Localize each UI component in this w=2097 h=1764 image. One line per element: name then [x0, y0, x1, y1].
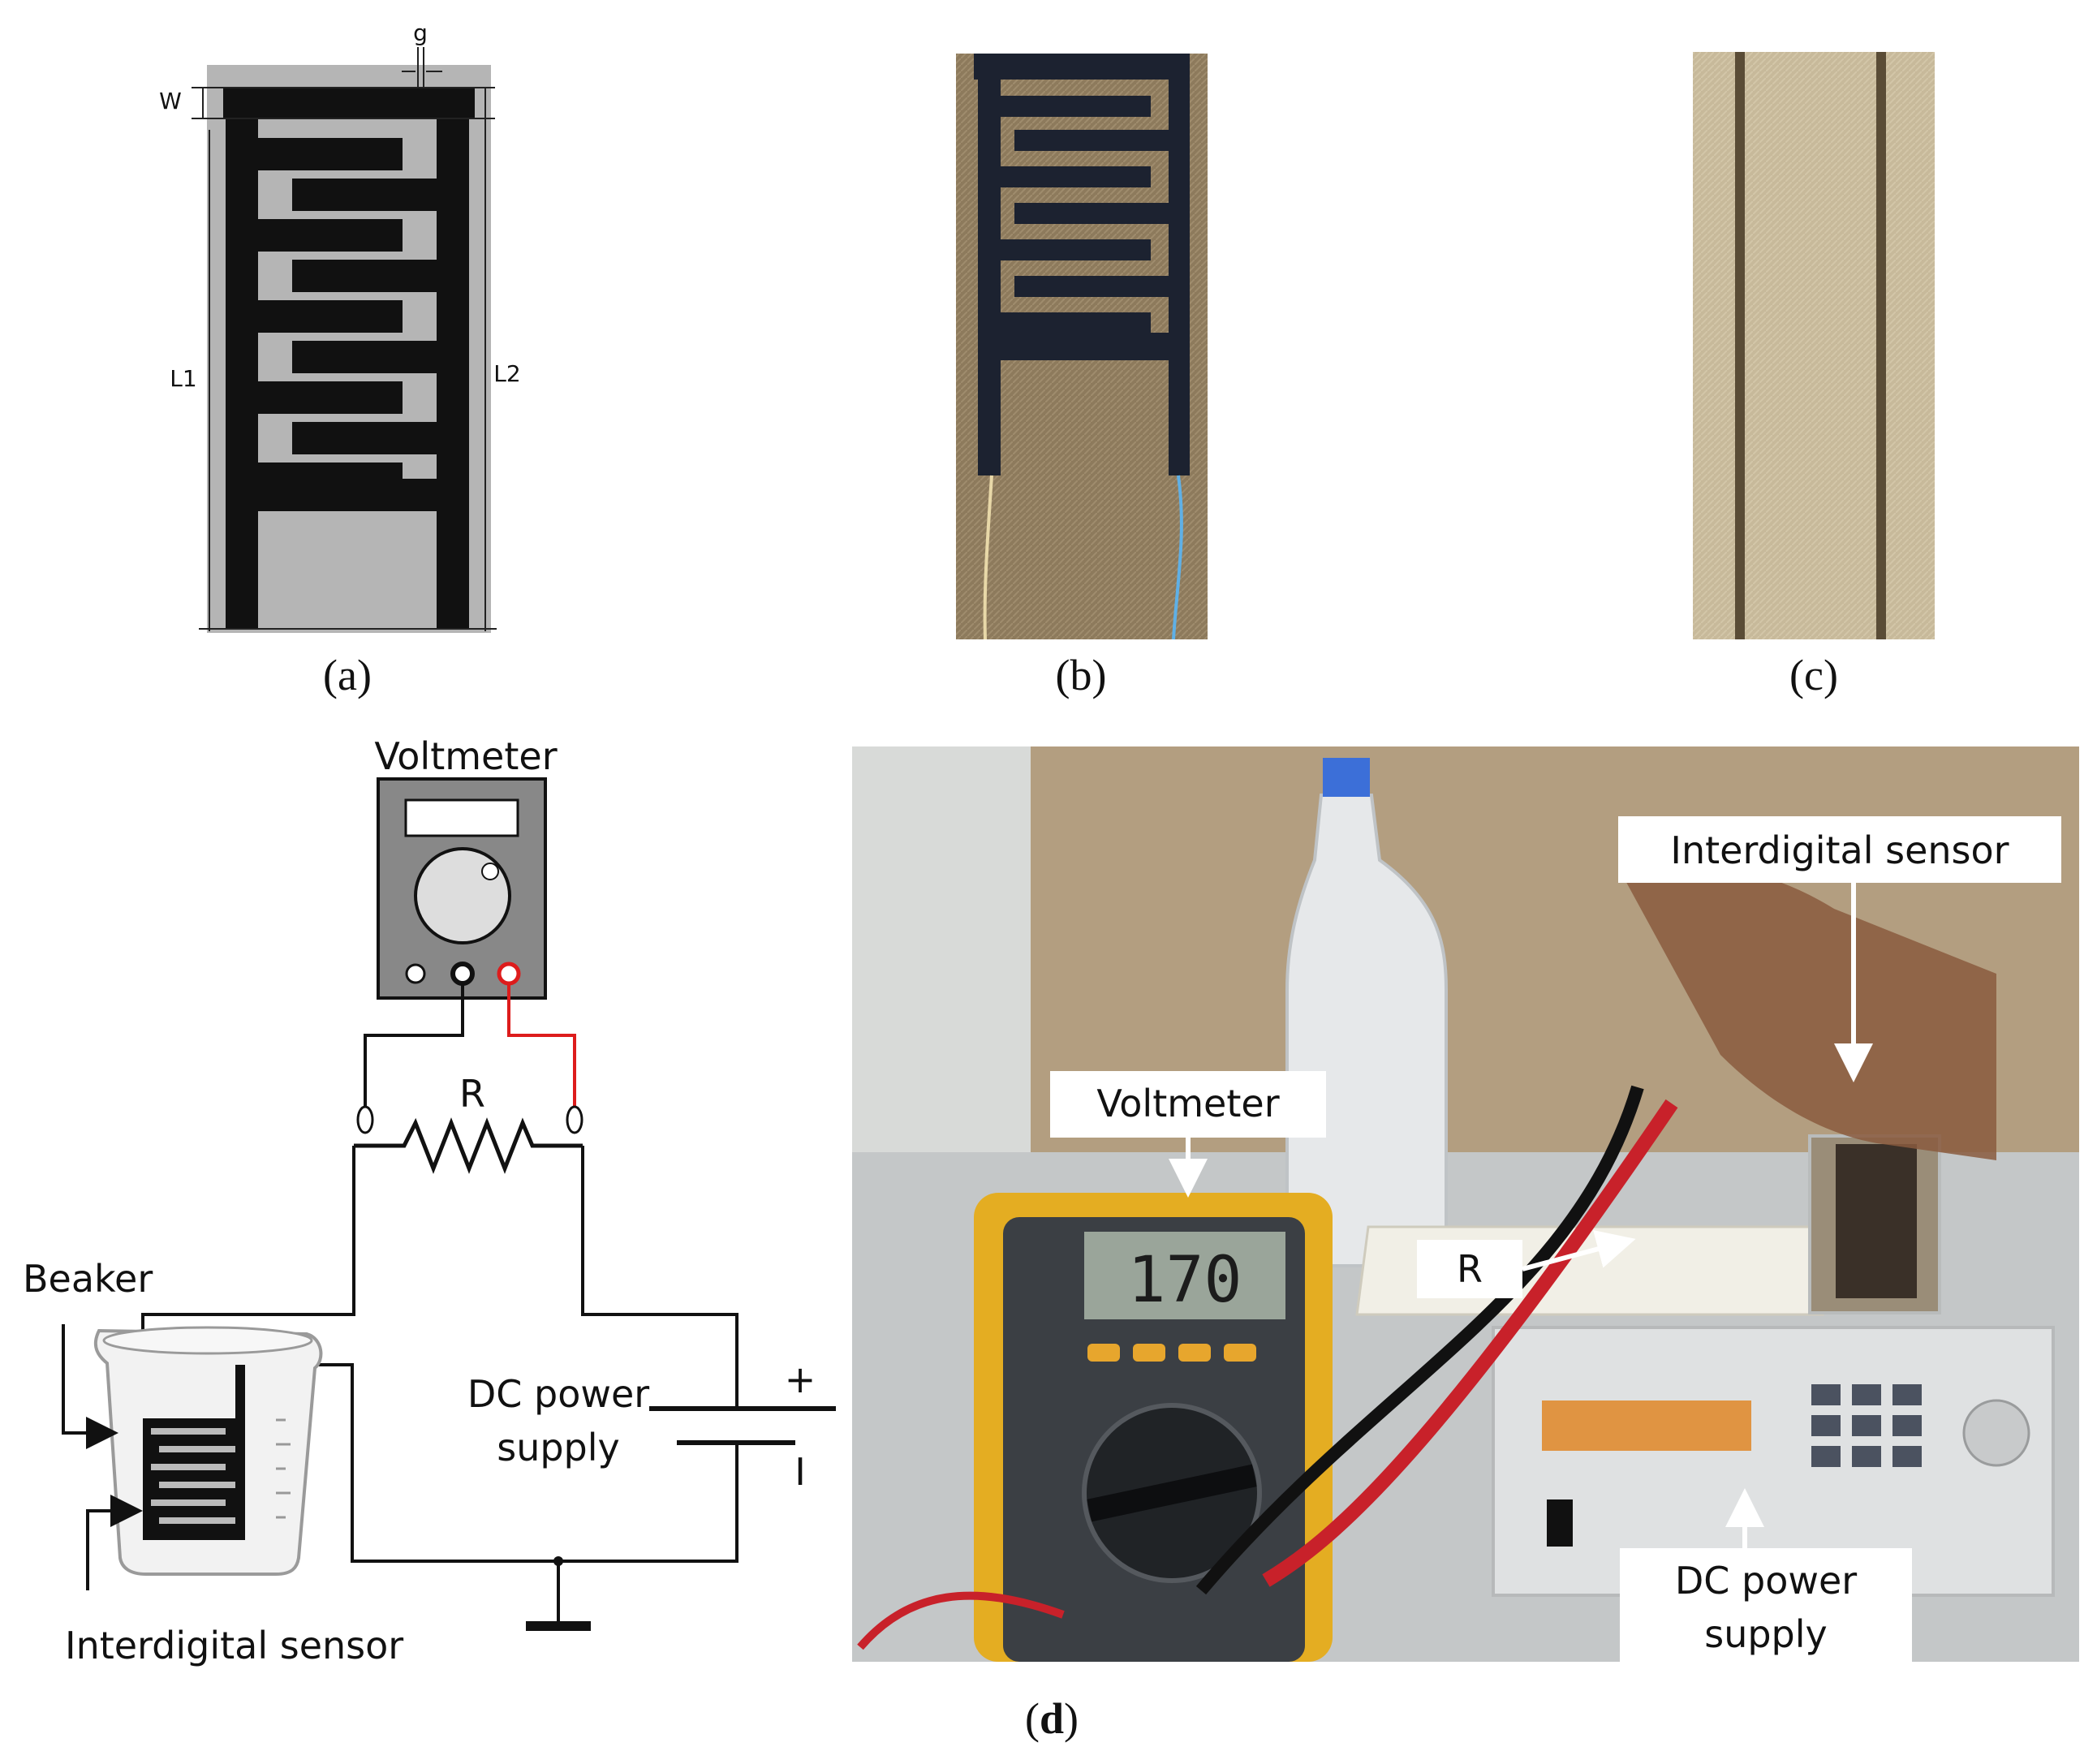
probe-wire-red: [507, 983, 576, 1110]
wire-right-down: [581, 1146, 738, 1409]
svg-text:Interdigital sensor: Interdigital sensor: [1670, 828, 2009, 872]
panel-d-schematic: Voltmeter R DC power supply + I: [23, 734, 836, 1667]
ps-power-switch: [1547, 1499, 1573, 1547]
dc-label-line1: DC power: [467, 1372, 649, 1416]
wire-right: [1172, 475, 1183, 640]
right-electrode: [437, 88, 469, 630]
left-fingers: [258, 138, 403, 495]
sensor-arrow: [86, 1495, 143, 1590]
probe-wire-black: [364, 983, 464, 1110]
svg-text:DC power: DC power: [1675, 1559, 1857, 1603]
label-w: W: [159, 88, 182, 114]
sensor-label: Interdigital sensor: [65, 1624, 403, 1667]
printed-sensor: [974, 54, 1190, 475]
caption-b: (b): [1056, 651, 1107, 699]
fabric-photo-c: [1693, 52, 1935, 639]
label-l2: L2: [493, 360, 520, 387]
lead-black: [1195, 1085, 1644, 1595]
minus-sign: I: [794, 1450, 806, 1494]
meter-reading: 170: [1128, 1244, 1242, 1317]
callout-dc-supply: DC power supply: [1620, 1488, 1912, 1662]
terminal-red: [497, 962, 521, 986]
label-l1: L1: [170, 365, 196, 392]
ps-buttons: [1811, 1384, 1922, 1467]
lead-red: [1262, 1099, 1678, 1587]
terminal-com: [450, 962, 475, 986]
voltmeter-dial: [414, 847, 511, 944]
dial-knob-icon: [481, 863, 499, 880]
voltmeter-title: Voltmeter: [374, 734, 557, 778]
water-bottle: [1285, 794, 1448, 1267]
caption-c: (c): [1789, 651, 1838, 699]
top-electrode-bar: [223, 88, 475, 118]
resistor-symbol: [354, 1117, 583, 1174]
multimeter-lcd: [1084, 1232, 1285, 1319]
stitch-line-left: [1735, 52, 1745, 639]
panel-a: g W L1 L2 (a): [159, 19, 521, 699]
left-electrode: [226, 88, 258, 630]
multimeter-buttons: [1087, 1344, 1256, 1362]
probe-tip-left: [356, 1105, 374, 1134]
beaker-arrow: [62, 1324, 118, 1449]
wire-left: [983, 475, 993, 640]
stitch-line-right: [1876, 52, 1886, 639]
svg-text:supply: supply: [1704, 1612, 1828, 1656]
caption-a: (a): [323, 651, 372, 699]
svg-text:R: R: [1457, 1247, 1483, 1291]
ps-display: [1542, 1400, 1751, 1451]
hand: [1623, 864, 1996, 1160]
right-fingers: [258, 179, 437, 511]
terminal-white: [405, 963, 426, 984]
callout-resistor: R: [1417, 1230, 1636, 1298]
panel-c: (c): [1693, 52, 1935, 699]
caption-d: (d): [1025, 1694, 1079, 1743]
voltmeter-display: [404, 798, 519, 837]
beaker-label: Beaker: [23, 1257, 153, 1301]
label-g: g: [413, 19, 428, 46]
probe-tip-right: [566, 1105, 583, 1134]
plus-sign: +: [785, 1357, 816, 1401]
panel-d-photo: 170 Interdigital sensor Voltmeter R: [852, 746, 2079, 1743]
callout-voltmeter: Voltmeter: [1050, 1071, 1326, 1198]
dc-label-line2: supply: [497, 1426, 620, 1469]
panel-b: (b): [956, 54, 1208, 699]
resistor-label: R: [459, 1072, 485, 1116]
beaker-sensor-gaps: [151, 1428, 235, 1524]
callout-sensor: Interdigital sensor: [1618, 816, 2061, 1082]
svg-text:Voltmeter: Voltmeter: [1096, 1082, 1279, 1125]
ps-knob: [1962, 1399, 2030, 1467]
